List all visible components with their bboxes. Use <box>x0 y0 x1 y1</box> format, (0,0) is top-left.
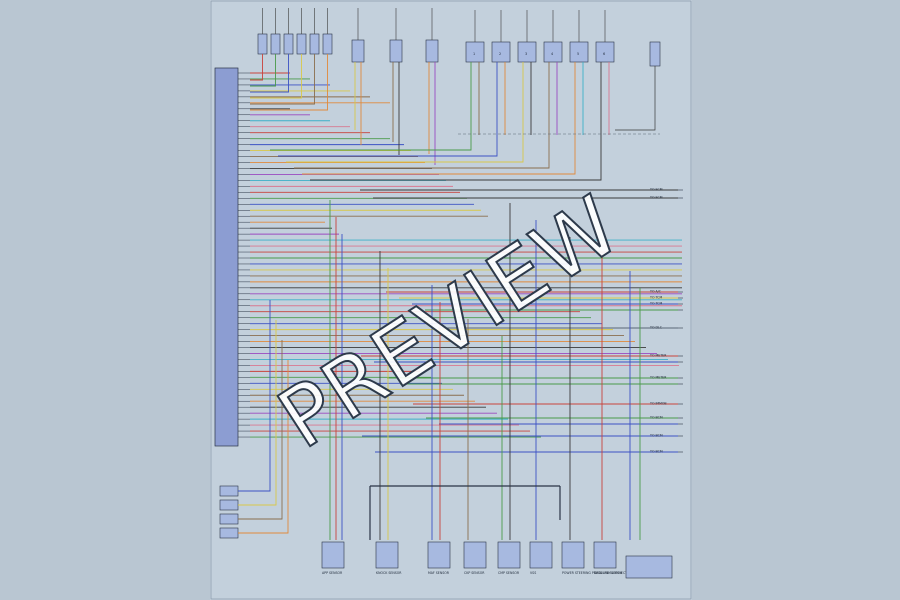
fuse-element <box>270 33 281 55</box>
auxiliary-wire <box>238 320 277 506</box>
injector-number-label: 4 <box>551 52 553 56</box>
component-label: VSS <box>530 571 536 575</box>
fuse-out-wire <box>250 54 276 87</box>
component-label: MAF SENSOR <box>428 571 450 575</box>
sensor-component <box>529 541 553 569</box>
destination-label: TO BCM <box>649 434 663 438</box>
injector-number-label: 2 <box>499 52 501 56</box>
destination-label: TO A/C <box>649 290 662 294</box>
sheet-border <box>210 0 692 600</box>
injector-number-label: 1 <box>473 52 475 56</box>
wiring-diagram: 1 2 3 4 5 6 TO ECM TO ECM TO A/C TO TCM TO TCM TO D… <box>210 0 692 600</box>
component-label: KNOCK SENSOR <box>376 571 402 575</box>
sensor-component <box>375 541 399 569</box>
sensor-component <box>427 541 451 569</box>
destination-label: TO BCM <box>649 450 663 454</box>
fuse-element <box>257 33 268 55</box>
destination-label: TO ECM <box>649 196 663 200</box>
component-label: DATA LINK CONNECTOR <box>594 571 633 575</box>
purge-valve-wire <box>615 66 656 131</box>
fuse-element <box>309 33 320 55</box>
auxiliary-connector <box>219 485 239 497</box>
solenoid-valve <box>389 39 403 63</box>
destination-label: TO ECM <box>649 188 663 192</box>
fuse-out-wire <box>250 54 328 111</box>
fuse-element <box>322 33 333 55</box>
fuse-out-wire <box>250 54 315 105</box>
auxiliary-wire <box>238 360 289 534</box>
sensor-component <box>463 541 487 569</box>
diagram-sheet: 1 2 3 4 5 6 TO ECM TO ECM TO A/C TO TCM TO TCM TO D… <box>210 0 692 600</box>
component-label: POWER STEERING PRESSURE SWITCH <box>562 571 623 575</box>
injector-number-label: 5 <box>577 52 579 56</box>
fuse-out-wire <box>250 54 302 99</box>
injector-signal-wire <box>286 62 524 163</box>
destination-label: TO TCM <box>649 296 662 300</box>
destination-label: TO TCM <box>649 302 662 306</box>
solenoid-valve <box>351 39 365 63</box>
canister-purge-valve <box>649 41 661 67</box>
injector-number-label: 6 <box>603 52 605 56</box>
destination-label: TO METER <box>649 354 667 358</box>
injector-signal-wire <box>270 62 472 151</box>
fuse-element <box>296 33 307 55</box>
auxiliary-wire <box>238 340 283 520</box>
injector-signal-wire <box>278 62 498 157</box>
fuse-out-wire <box>250 54 263 81</box>
sensor-component <box>321 541 345 569</box>
destination-label: TO METER <box>649 376 667 380</box>
auxiliary-connector <box>219 527 239 539</box>
auxiliary-wire <box>238 300 271 492</box>
injector-signal-wire <box>302 62 576 175</box>
injector-signal-wire <box>294 62 550 169</box>
sensor-component <box>561 541 585 569</box>
injector-signal-wire <box>310 62 602 181</box>
component-label: CKP SENSOR <box>464 571 485 575</box>
ecu-module-box <box>625 555 673 579</box>
destination-label: TO IMMOB <box>649 402 667 406</box>
component-label: CMP SENSOR <box>498 571 520 575</box>
auxiliary-connector <box>219 499 239 511</box>
component-label: APP SENSOR <box>322 571 343 575</box>
sensor-component <box>593 541 617 569</box>
destination-label: TO DLC <box>649 326 663 330</box>
fuse-element <box>283 33 294 55</box>
fuse-out-wire <box>250 54 289 93</box>
ecm-connector-block <box>214 67 239 447</box>
auxiliary-connector <box>219 513 239 525</box>
destination-label: TO BCM <box>649 416 663 420</box>
solenoid-valve <box>425 39 439 63</box>
sensor-component <box>497 541 521 569</box>
injector-number-label: 3 <box>525 52 527 56</box>
